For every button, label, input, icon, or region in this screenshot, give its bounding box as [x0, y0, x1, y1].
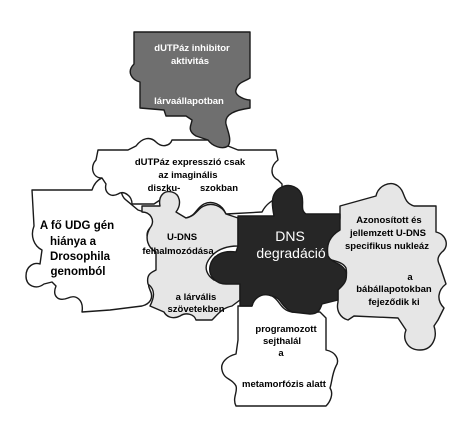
accumulation-line4: szövetekben [167, 304, 224, 315]
nuclease-line2: jellemzett U-DNS [349, 228, 426, 239]
nuclease-line1: Azonosított és [356, 215, 421, 226]
piece-cell-death: programozott sejthalál a metamorfózis al… [221, 293, 339, 407]
celldeath-line4: metamorfózis alatt [242, 379, 327, 390]
degradation-line1: DNS [275, 228, 305, 244]
degradation-line2: degradáció [256, 245, 325, 261]
expression-line1: dUTPáz expresszió csak [135, 157, 246, 168]
inhibitor-line1: dUTPáz inhibitor [154, 43, 230, 54]
accumulation-line2: felhalmozódása [142, 246, 214, 257]
inhibitor-line2: aktivitás [171, 56, 209, 67]
accumulation-line3: a lárvális [176, 292, 217, 303]
celldeath-line1: programozott [255, 324, 317, 335]
udg-line4: genomból [51, 266, 106, 278]
nuclease-line3: specifikus nukleáz [345, 241, 429, 252]
nuclease-line6: fejeződik ki [368, 297, 419, 308]
expression-line2: az imaginális [158, 170, 217, 181]
expression-line3: diszku- [148, 183, 181, 194]
piece-dutpase-expression: dUTPáz expresszió csak az imaginális dis… [91, 136, 283, 219]
udg-line1: A fő UDG gén [40, 220, 114, 232]
accumulation-line1: U-DNS [167, 232, 197, 243]
expression-line4: szokban [200, 183, 238, 194]
piece-u-dna-accumulation: U-DNS felhalmozódása a lárvális szövetek… [141, 190, 241, 321]
piece-nuclease: Azonosított és jellemzett U-DNS specifik… [325, 182, 447, 351]
inhibitor-line3: lárvaállapotban [154, 96, 224, 107]
celldeath-line2: sejthalál [263, 336, 301, 347]
celldeath-line3: a [278, 348, 284, 359]
nuclease-line4: a [407, 272, 413, 283]
udg-line3: Drosophila [50, 251, 111, 263]
udg-line2: hiánya a [50, 236, 97, 248]
piece-dutpase-inhibitor: dUTPáz inhibitor aktivitás lárvaállapotb… [129, 31, 251, 149]
piece-udg-gene: A fő UDG gén hiánya a Drosophila genombó… [25, 176, 161, 313]
nuclease-line5: bábállapotokban [356, 284, 432, 295]
piece-dna-degradation: DNS degradáció [209, 184, 348, 315]
